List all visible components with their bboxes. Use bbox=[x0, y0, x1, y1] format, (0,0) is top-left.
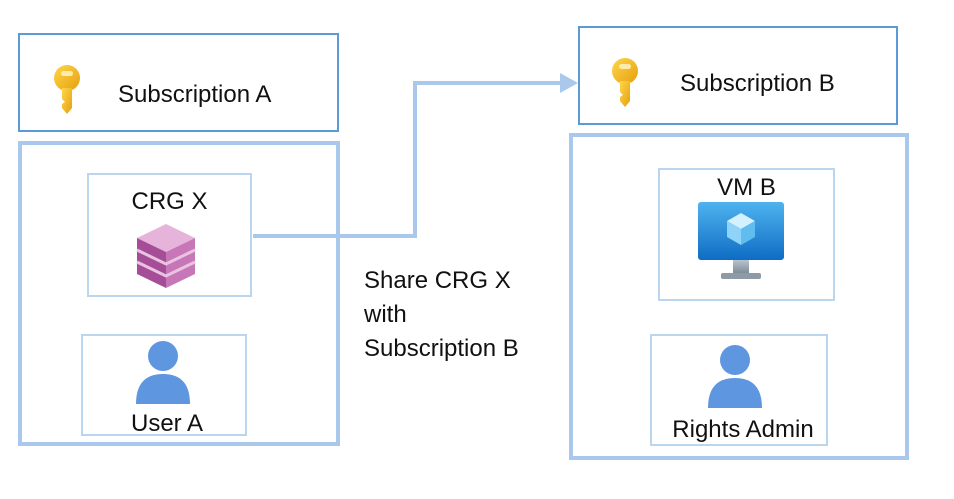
key-icon bbox=[54, 65, 80, 114]
subscription-b-label: Subscription B bbox=[680, 70, 835, 97]
virtual-machine-icon bbox=[698, 202, 784, 279]
subscription-b-group bbox=[569, 133, 909, 460]
subscription-a-label: Subscription A bbox=[118, 81, 272, 108]
key-icon bbox=[612, 58, 638, 107]
vm-b-box bbox=[658, 168, 835, 301]
share-line-1: Share CRG X bbox=[364, 267, 511, 294]
user-icon bbox=[708, 345, 762, 408]
share-arrow-head bbox=[560, 73, 578, 93]
share-line-3: Subscription B bbox=[364, 335, 519, 362]
subscription-a-box bbox=[18, 33, 339, 132]
rights-admin-label: Rights Admin bbox=[672, 416, 814, 443]
user-a-label: User A bbox=[130, 410, 204, 437]
user-a-box bbox=[81, 334, 247, 436]
subscription-b-box bbox=[578, 26, 898, 125]
crg-x-label: CRG X bbox=[131, 188, 208, 215]
capacity-reservation-group-icon bbox=[136, 224, 196, 288]
vm-b-label: VM B bbox=[717, 174, 776, 201]
crg-x-box bbox=[87, 173, 252, 297]
share-line-2: with bbox=[364, 301, 407, 328]
share-arrow-line bbox=[253, 81, 562, 238]
share-annotation: Share CRG X with Subscription B bbox=[364, 264, 519, 366]
user-icon bbox=[136, 341, 190, 404]
rights-admin-box bbox=[650, 334, 828, 446]
subscription-a-group bbox=[18, 141, 340, 446]
